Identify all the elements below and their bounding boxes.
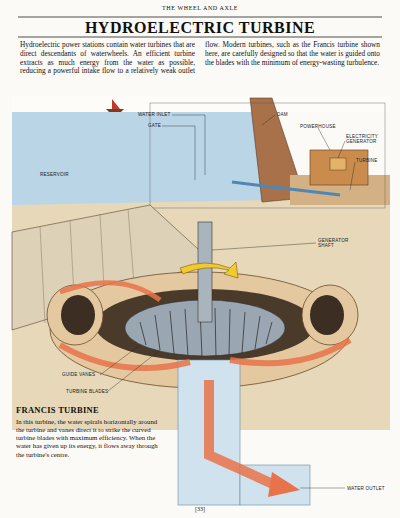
flow-arrow	[60, 283, 160, 300]
part-label: GATE	[148, 123, 161, 128]
boat-sail	[112, 99, 120, 109]
sky	[12, 96, 390, 112]
rotation-arrow	[180, 262, 238, 278]
intro-text: Hydroelectric power stations contain wat…	[20, 41, 380, 76]
part-label: WATER OUTLET	[347, 486, 385, 491]
page-title: HYDROELECTRIC TURBINE	[18, 19, 382, 37]
casing-section-inner	[61, 295, 95, 335]
caption-heading: FRANCIS TURBINE	[16, 406, 99, 416]
casing-section	[302, 285, 358, 345]
page-number: [33]	[0, 506, 400, 513]
part-label: TURBINE BLADES	[66, 389, 108, 394]
part-label: WATER INLET	[138, 112, 171, 117]
part-label: ELECTRICITY GENERATOR	[346, 134, 386, 145]
part-label: DAM	[277, 112, 288, 117]
casing-section-inner	[310, 295, 344, 335]
running-head: THE WHEEL AND AXLE	[0, 5, 400, 12]
boat-hull	[106, 109, 124, 112]
flow-arrow	[60, 345, 190, 368]
flow-arrow	[209, 380, 275, 485]
part-label: GUIDE VANES	[62, 372, 95, 377]
caption-body: In this turbine, the water spirals horiz…	[16, 418, 166, 459]
part-label: POWERHOUSE	[300, 124, 336, 129]
flow-arrowhead	[268, 472, 300, 497]
inset-frame	[150, 103, 385, 208]
generator-shaft	[198, 222, 212, 322]
reservoir-water	[12, 112, 275, 210]
flow-arrow	[230, 340, 350, 363]
part-label: GENERATOR SHAFT	[318, 238, 358, 249]
part-label: RESERVOIR	[40, 172, 69, 177]
part-label: TURBINE	[356, 158, 378, 163]
intake-pipe	[232, 182, 340, 195]
casing-section	[47, 285, 103, 345]
generator	[330, 158, 346, 170]
title-rule	[18, 37, 382, 38]
title-rule	[18, 17, 382, 18]
